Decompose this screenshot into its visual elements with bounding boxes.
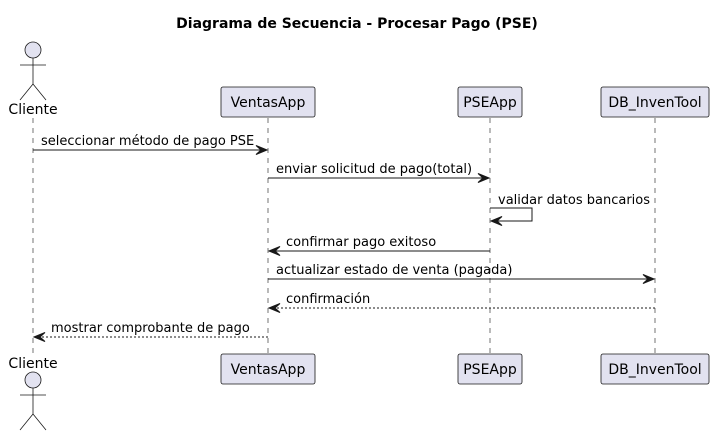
participant-label-pseapp-bottom: PSEApp [463,362,517,378]
participants: ClienteClienteVentasAppVentasAppPSEAppPS… [8,41,710,431]
participant-label-db-inventool-bottom: DB_InvenTool [608,362,701,378]
message-label: validar datos bancarios [498,193,650,208]
self-message-line [490,207,533,222]
message-label: mostrar comprobante de pago [51,321,250,336]
message-4: confirmar pago exitoso [267,235,490,256]
message-label: actualizar estado de venta (pagada) [276,263,512,278]
participant-label-ventasapp-top: VentasApp [231,95,306,111]
participant-box-db-inventool-bottom [600,353,710,385]
arrow-head [267,303,281,313]
message-label: confirmación [286,292,370,307]
message-3: validar datos bancarios [489,193,650,226]
message-label: confirmar pago exitoso [286,235,436,250]
actor-icon-cliente-top [19,41,47,101]
participant-label-cliente-bottom: Cliente [8,356,57,372]
participant-label-db-inventool-top: DB_InvenTool [608,95,701,111]
arrow-head [32,332,46,342]
participant-box-ventasapp-bottom [220,353,316,385]
message-7: mostrar comprobante de pago [32,321,268,342]
arrow-head [489,216,503,226]
participant-label-cliente-top: Cliente [8,102,57,118]
message-label: enviar solicitud de pago(total) [276,162,472,177]
arrow-head [642,274,656,284]
arrow-head [267,246,281,256]
message-label: seleccionar método de pago PSE [41,134,254,149]
message-5: actualizar estado de venta (pagada) [268,263,656,284]
message-6: confirmación [267,292,655,313]
diagram-title: Diagrama de Secuencia - Procesar Pago (P… [176,16,538,32]
participant-box-ventasapp-top [220,86,316,118]
arrow-head [255,145,269,155]
message-2: enviar solicitud de pago(total) [268,162,491,183]
message-1: seleccionar método de pago PSE [33,134,269,155]
arrow-head [477,173,491,183]
participant-label-ventasapp-bottom: VentasApp [231,362,306,378]
participant-box-pseapp-bottom [457,353,523,385]
actor-icon-cliente-bottom [19,371,47,431]
messages: seleccionar método de pago PSE enviar sol… [32,134,656,342]
participant-label-pseapp-top: PSEApp [463,95,517,111]
participant-box-db-inventool-top [600,86,710,118]
participant-box-pseapp-top [457,86,523,118]
